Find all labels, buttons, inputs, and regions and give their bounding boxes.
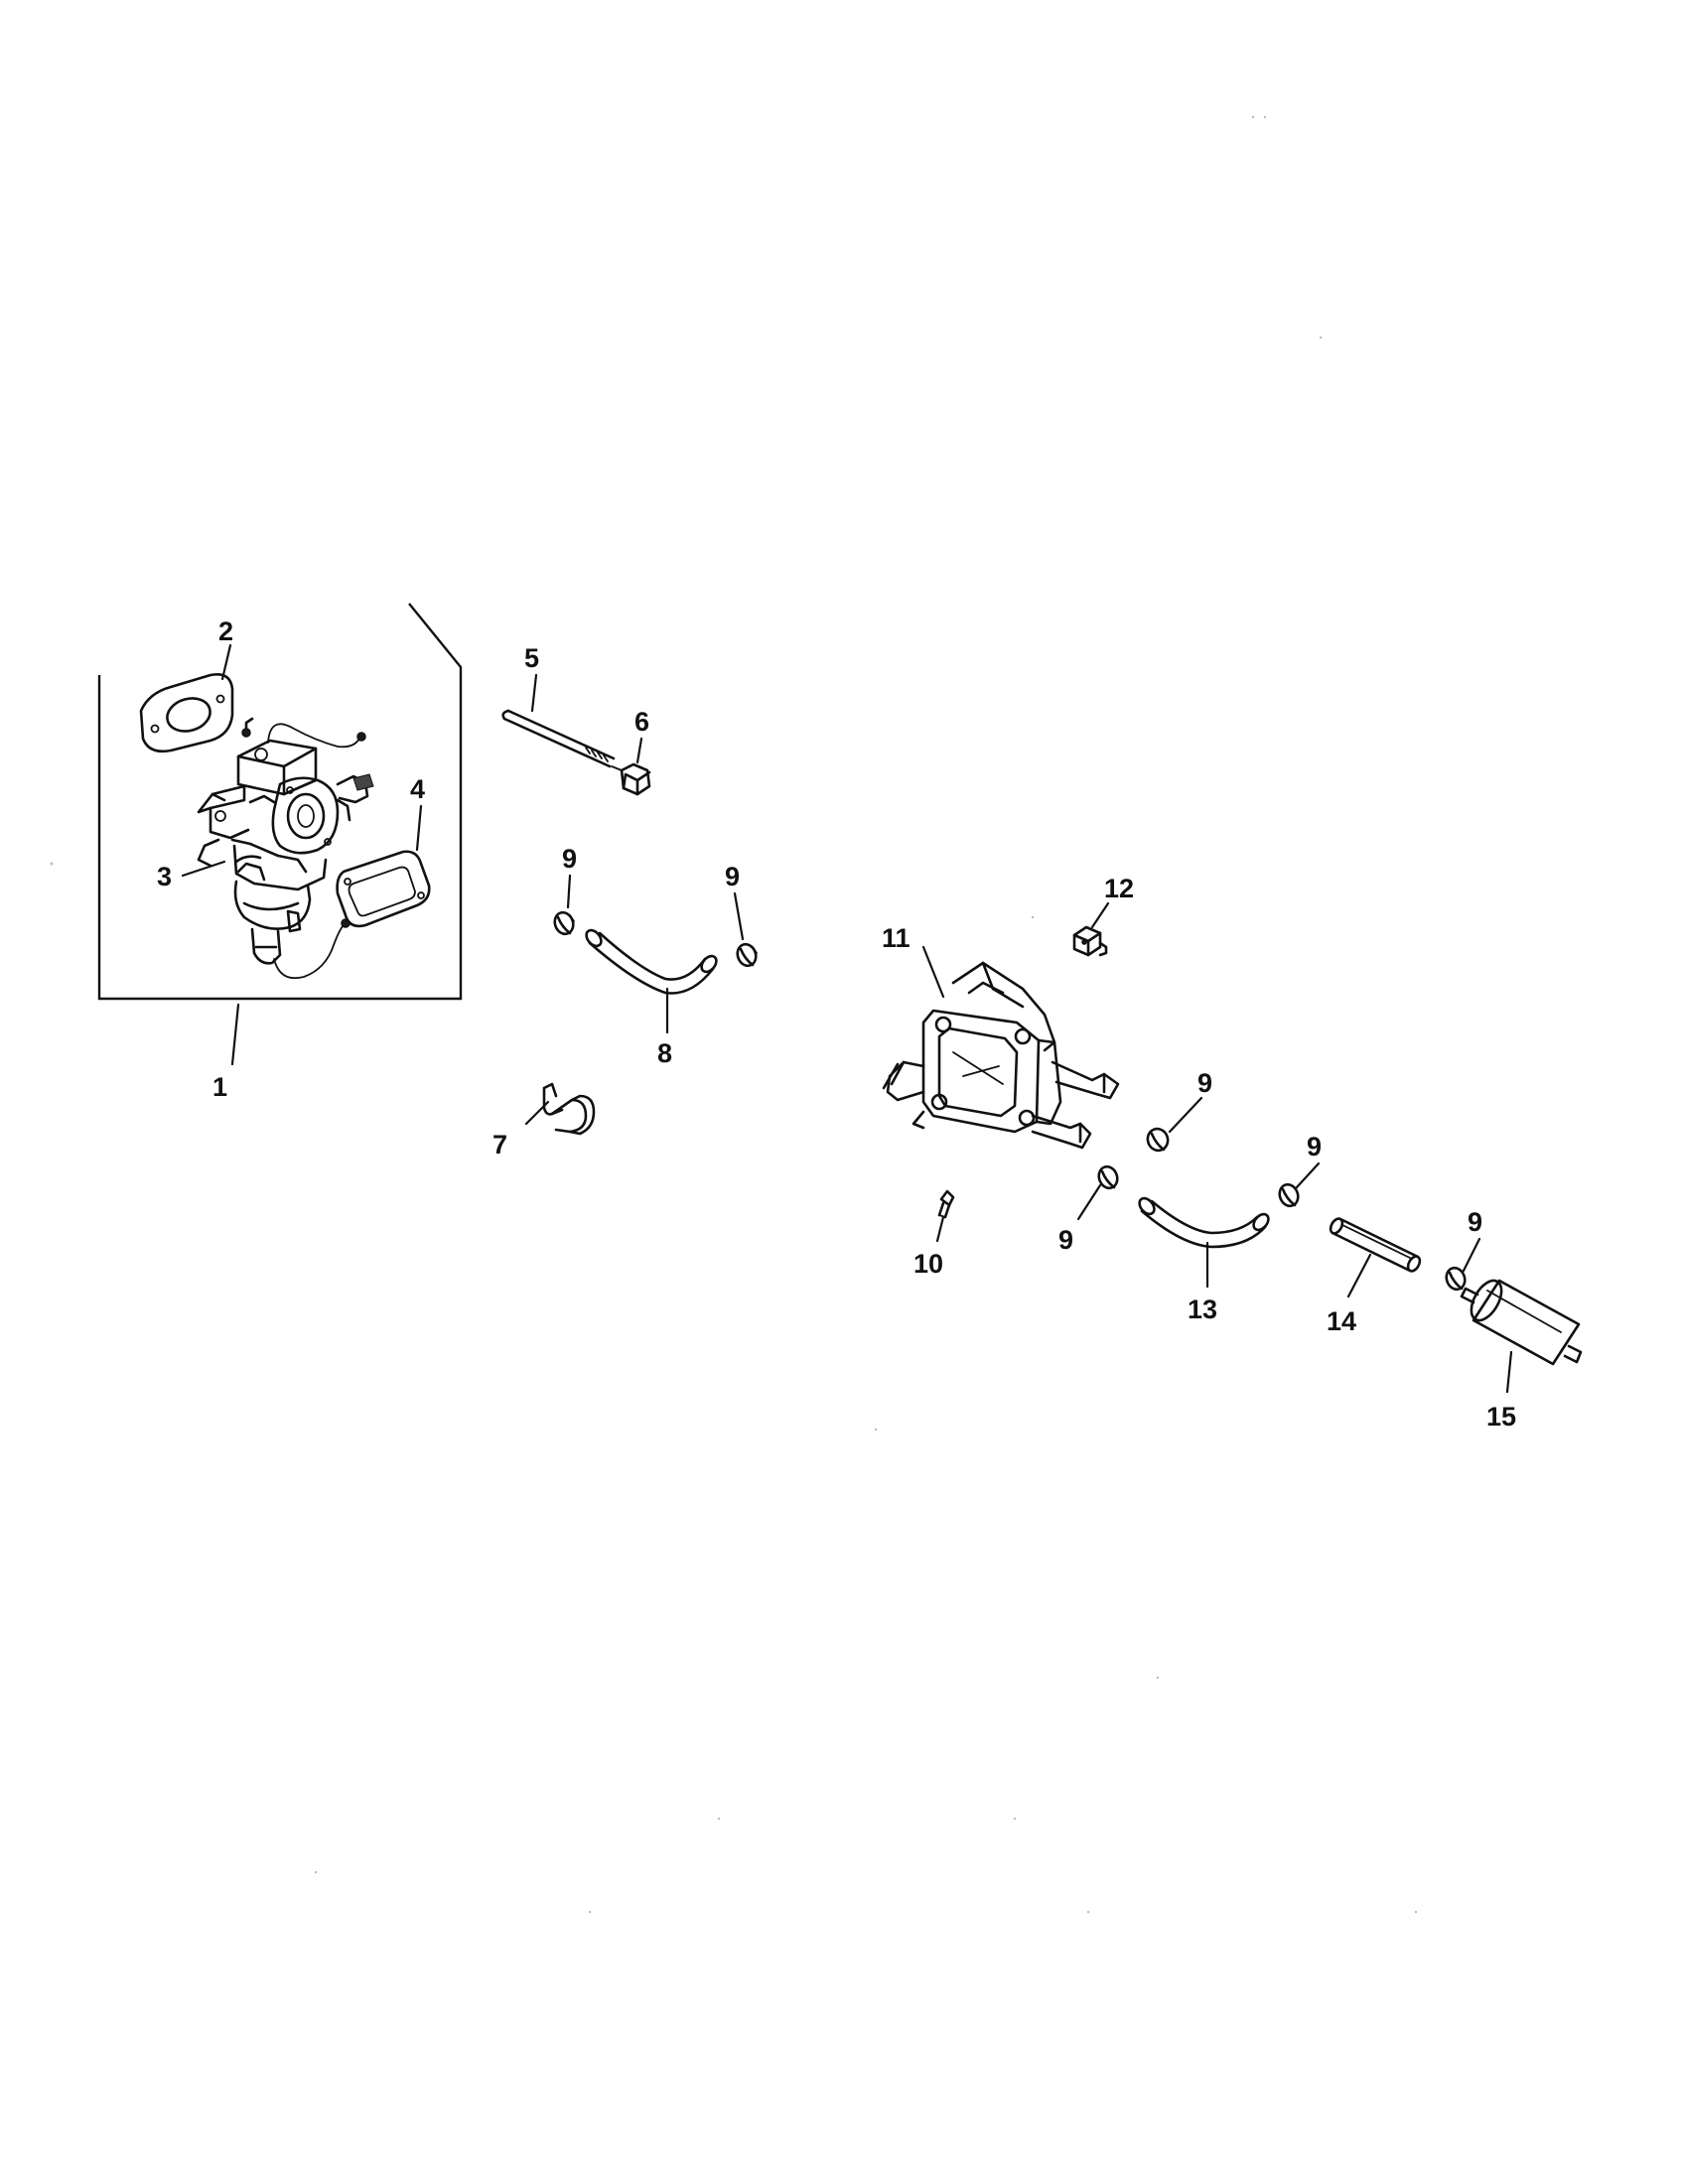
fuel-filter-part-15[interactable] xyxy=(1460,1276,1583,1366)
callout-part-6: 6 xyxy=(634,707,649,737)
leader-lines xyxy=(181,643,1513,1394)
callout-part-14: 14 xyxy=(1327,1306,1356,1336)
gasket-part-4[interactable] xyxy=(336,850,431,928)
callout-part-9-c: 9 xyxy=(1197,1068,1212,1098)
carburetor-part-3[interactable] xyxy=(197,717,374,980)
hose-part-13[interactable] xyxy=(1137,1195,1272,1249)
gasket-part-2[interactable] xyxy=(139,673,234,753)
callout-part-15: 15 xyxy=(1486,1402,1516,1432)
callout-part-9-f: 9 xyxy=(1468,1207,1482,1237)
callout-1-part-2: 2 xyxy=(218,616,233,646)
callout-part-9-a: 9 xyxy=(562,844,577,874)
callout-part-9-e: 9 xyxy=(1307,1132,1322,1161)
clamp-part-9-f[interactable] xyxy=(1444,1266,1468,1293)
hose-part-8[interactable] xyxy=(584,927,720,995)
nut-part-6[interactable] xyxy=(611,762,651,796)
callout-part-10: 10 xyxy=(913,1249,943,1279)
callout-part-7: 7 xyxy=(492,1130,507,1160)
callout-part-9-b: 9 xyxy=(725,862,740,891)
scan-specks xyxy=(50,115,1418,1914)
callout-part-11: 11 xyxy=(882,923,911,953)
clamp-part-9-e[interactable] xyxy=(1277,1182,1301,1209)
callout-labels: 2 3 4 5 6 1 7 8 9 9 11 12 9 9 9 9 10 13 … xyxy=(157,616,1516,1432)
clamp-part-9-b[interactable] xyxy=(735,942,759,969)
callout-part-13: 13 xyxy=(1188,1295,1217,1324)
hose-part-14[interactable] xyxy=(1329,1217,1423,1274)
carburetor-assembly-frame xyxy=(97,603,463,1001)
fuel-pump-part-11[interactable] xyxy=(882,961,1120,1150)
screw-part-10[interactable] xyxy=(937,1189,955,1219)
connector-part-12[interactable] xyxy=(1072,925,1108,957)
stud-part-5[interactable] xyxy=(501,709,616,768)
callout-part-8: 8 xyxy=(657,1038,672,1068)
callout-part-12: 12 xyxy=(1104,874,1134,903)
callout-part-1: 1 xyxy=(212,1072,227,1102)
callout-part-4: 4 xyxy=(410,774,425,804)
callout-part-3: 3 xyxy=(157,862,172,891)
callout-part-5: 5 xyxy=(524,643,539,673)
clamp-part-9-c[interactable] xyxy=(1145,1126,1171,1154)
clip-part-7[interactable] xyxy=(542,1082,596,1136)
callout-part-9-d: 9 xyxy=(1058,1225,1073,1255)
clamp-part-9-d[interactable] xyxy=(1096,1164,1120,1191)
clamp-part-9-a[interactable] xyxy=(552,910,576,937)
